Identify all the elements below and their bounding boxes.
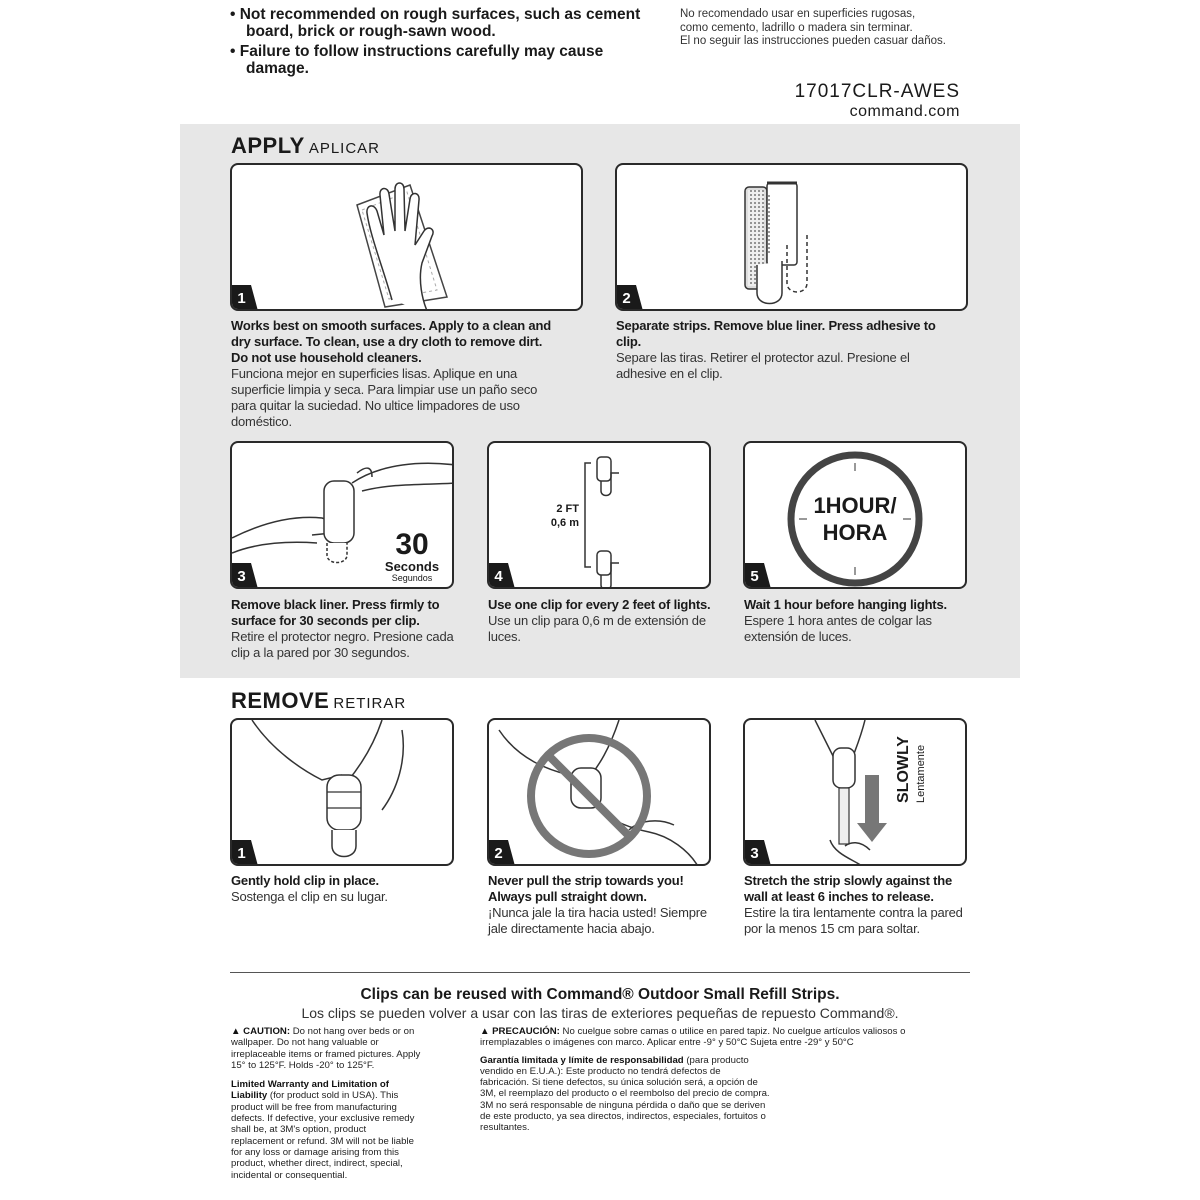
apply-step-1-panel: 1	[230, 163, 583, 311]
garantia-text: (para producto vendido en E.U.A.): Este …	[480, 1054, 770, 1134]
precaucion-label: ▲ PRECAUCIÓN:	[480, 1026, 560, 1037]
apply-title: APPLY	[231, 133, 305, 158]
caption-spanish: Retire el protector negro. Presione cada…	[231, 629, 454, 660]
sku-code: 17017CLR-AWES	[794, 81, 960, 102]
caption-english: Wait 1 hour before hanging lights.	[744, 597, 947, 612]
caption-english: Works best on smooth surfaces. Apply to …	[231, 318, 551, 365]
remove-step-1-caption: Gently hold clip in place. Sostenga el c…	[231, 873, 459, 905]
warning-es-line: No recomendado usar en superficies rugos…	[680, 8, 916, 20]
warnings-english: • Not recommended on rough surfaces, suc…	[230, 6, 650, 80]
timer-unit: Seconds	[384, 559, 440, 574]
garantia-label: Garantía limitada y límite de responsabi…	[480, 1054, 684, 1066]
caution-text: Do not hang over beds or on wallpaper. D…	[231, 1026, 421, 1071]
clock-text-line1: 1HOUR/	[813, 493, 897, 518]
wipe-surface-illustration	[356, 182, 448, 309]
remove-step-3-caption: Stretch the strip slowly against the wal…	[744, 873, 972, 937]
apply-step-3-panel: 30 Seconds Segundos 3	[230, 441, 454, 589]
precaucion-paragraph: ▲ PRECAUCIÓN: No cuelgue sobre camas o u…	[480, 1026, 970, 1049]
warranty-text: (for product sold in USA). This product …	[231, 1090, 415, 1181]
caption-english: Gently hold clip in place.	[231, 873, 379, 888]
caution-paragraph: ▲ CAUTION: Do not hang over beds or on w…	[231, 1026, 421, 1071]
caption-english: Remove black liner. Press firmly to surf…	[231, 597, 440, 628]
warning-failure: • Failure to follow instructions careful…	[230, 43, 604, 77]
slowly-label-es: Lentamente	[915, 744, 927, 803]
clock-icon	[787, 451, 923, 587]
warranty-paragraph: Limited Warranty and Limitation of Liabi…	[231, 1079, 421, 1181]
warning-rough-surfaces: • Not recommended on rough surfaces, suc…	[230, 6, 641, 40]
precaucion-text: No cuelgue sobre camas o utilice en pare…	[480, 1026, 906, 1049]
prohibited-pull-illustration	[498, 720, 698, 864]
remove-step-1-panel: 1	[230, 718, 454, 866]
apply-step-3-caption: Remove black liner. Press firmly to surf…	[231, 597, 459, 661]
remove-step-3-panel: SLOWLY Lentamente 3	[743, 718, 967, 866]
remove-title: REMOVE	[231, 688, 330, 713]
timer-unit-es: Segundos	[391, 573, 433, 583]
warning-es-line: El no seguir las instrucciones pueden ca…	[680, 35, 946, 47]
caption-spanish: ¡Nunca jale la tira hacia usted! Siempre…	[488, 905, 707, 936]
apply-title-es: APLICAR	[308, 140, 381, 157]
slowly-label-wrapper: SLOWLY Lentamente	[857, 736, 947, 853]
caption-spanish: Funciona mejor en superficies lisas. Apl…	[231, 366, 538, 429]
apply-step-4-panel: 2 FT 0,6 m 4	[487, 441, 711, 589]
warranty-label: Limited Warranty and Limitation of Liabi…	[231, 1079, 389, 1102]
apply-step-2-caption: Separate strips. Remove blue liner. Pres…	[616, 318, 936, 382]
caption-english: Never pull the strip towards you! Always…	[488, 873, 684, 904]
spacing-meters: 0,6 m	[550, 517, 579, 529]
caption-english: Separate strips. Remove blue liner. Pres…	[616, 318, 936, 349]
sku-block: 17017CLR-AWES command.com	[760, 82, 960, 122]
remove-title-es: RETIRAR	[333, 695, 407, 712]
caption-spanish: Sostenga el clip en su lugar.	[231, 889, 388, 904]
separate-strips-illustration	[744, 181, 808, 305]
slowly-label: SLOWLY	[895, 736, 912, 803]
timer-value: 30	[395, 528, 429, 561]
sku-website: command.com	[849, 103, 960, 120]
caption-english: Stretch the strip slowly against the wal…	[744, 873, 953, 904]
press-clip-illustration	[232, 462, 452, 564]
fine-print-english: ▲ CAUTION: Do not hang over beds or on w…	[231, 1026, 421, 1181]
spacing-feet: 2 FT	[556, 503, 579, 515]
caption-spanish: Espere 1 hora antes de colgar las extens…	[744, 613, 932, 644]
apply-step-5-panel: 1HOUR/ HORA 5	[743, 441, 967, 589]
caption-spanish: Use un clip para 0,6 m de extensión de l…	[488, 613, 706, 644]
clip-spacing-illustration	[584, 456, 619, 587]
stretch-strip-illustration	[814, 720, 887, 864]
clock-text-line2: HORA	[822, 520, 888, 545]
reuse-note-spanish: Los clips se pueden volver a usar con la…	[301, 1005, 899, 1021]
warning-es-line: como cemento, ladrillo o madera sin term…	[680, 21, 913, 34]
fine-print-spanish: ▲ PRECAUCIÓN: No cuelgue sobre camas o u…	[480, 1026, 970, 1134]
apply-step-5-caption: Wait 1 hour before hanging lights. Esper…	[744, 597, 972, 645]
caution-label: ▲ CAUTION:	[231, 1026, 291, 1037]
caption-spanish: Estire la tira lentamente contra la pare…	[744, 905, 963, 936]
reuse-note-english: Clips can be reused with Command® Outdoo…	[360, 986, 840, 1003]
apply-step-4-caption: Use one clip for every 2 feet of lights.…	[488, 597, 716, 645]
remove-step-2-panel: 2	[487, 718, 711, 866]
remove-step-2-caption: Never pull the strip towards you! Always…	[488, 873, 716, 937]
section-divider	[230, 972, 970, 973]
garantia-paragraph: Garantía limitada y límite de responsabi…	[480, 1055, 770, 1134]
caption-english: Use one clip for every 2 feet of lights.	[488, 597, 711, 612]
caption-spanish: Separe las tiras. Retirer el protector a…	[616, 350, 910, 381]
warnings-spanish: No recomendado usar en superficies rugos…	[680, 8, 1000, 49]
hold-clip-illustration	[251, 720, 405, 858]
apply-step-1-caption: Works best on smooth surfaces. Apply to …	[231, 318, 551, 430]
apply-step-2-panel: 2	[615, 163, 968, 311]
